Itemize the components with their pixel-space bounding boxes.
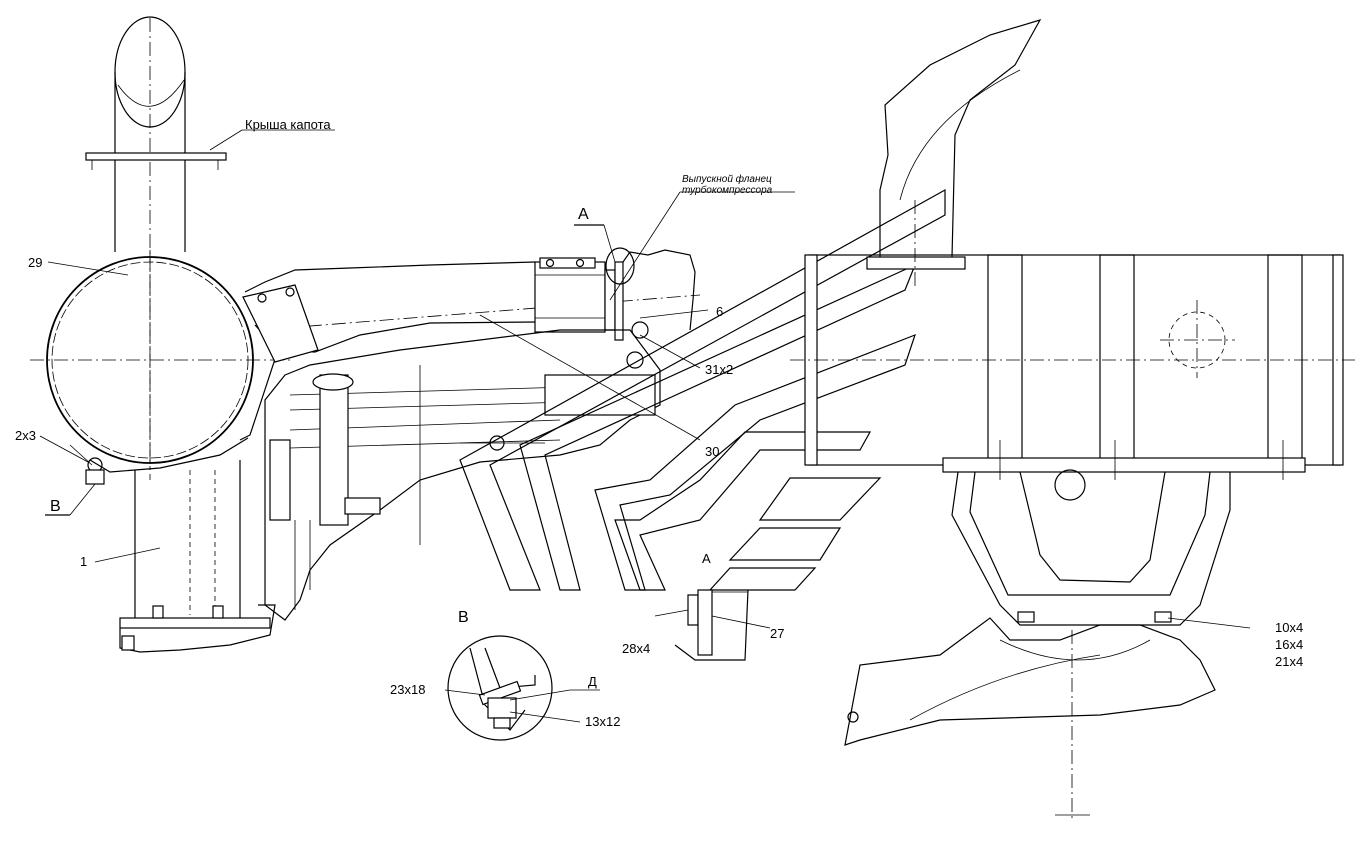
leader-lines: [39, 129, 1251, 723]
callout-29: 29: [28, 255, 42, 270]
text-labels: Крыша капота Выпускной фланец турбокомпр…: [15, 117, 1303, 729]
frame-bracket: [844, 617, 1216, 822]
callout-1: 1: [80, 554, 87, 569]
muffler-mount-bracket: [942, 440, 1306, 626]
label-flange-line1: Выпускной фланец: [682, 173, 772, 185]
callout-13x12: 13х12: [585, 714, 620, 729]
callout-31x2: 31х2: [705, 362, 733, 377]
label-view-a-detail: А: [702, 551, 711, 566]
label-detail-d: Д: [588, 674, 597, 689]
callout-10x4: 10х4: [1275, 620, 1303, 635]
label-view-b-detail: В: [458, 609, 469, 626]
callout-30: 30: [705, 444, 719, 459]
detail-b: [447, 635, 553, 741]
label-flange-line2: турбокомпрессора: [682, 184, 773, 196]
callout-6: 6: [716, 304, 723, 319]
callout-21x4: 21х4: [1275, 654, 1303, 669]
callout-23x18: 23х18: [390, 682, 425, 697]
engine-block: [264, 329, 661, 621]
label-roof: Крыша капота: [245, 117, 331, 132]
horizontal-muffler: [790, 19, 1355, 466]
callout-16x4: 16х4: [1275, 637, 1303, 652]
callout-2x3: 2х3: [15, 428, 36, 443]
callout-27: 27: [770, 626, 784, 641]
support-post: [119, 460, 276, 653]
detail-a: [674, 589, 749, 661]
callout-28x4: 28х4: [622, 641, 650, 656]
label-view-b-marker: В: [50, 498, 61, 515]
vertical-exhaust-pipe: [85, 16, 227, 480]
muffler-circle: [30, 250, 290, 470]
label-view-a-top: А: [578, 206, 589, 223]
hood-grille: [459, 188, 946, 591]
exhaust-pipe-30: [242, 247, 701, 396]
